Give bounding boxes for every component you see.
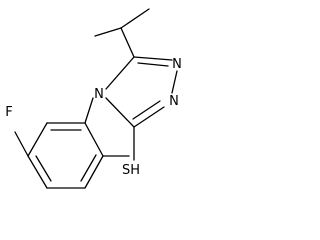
benzene-bond-c2-c3: [84, 155, 104, 189]
triazole-c3-n4-bond: [105, 97, 135, 128]
fluorine-bond: [14, 131, 29, 157]
fluorine-label: F: [5, 105, 12, 120]
nitrogen-label-n2: N: [169, 94, 179, 109]
triazole-n2-c3-double-bond: [133, 106, 165, 128]
triazole-c5-n1-double-bond: [133, 56, 173, 61]
chemical-structure: F N N N SH: [5, 8, 182, 189]
isopropyl-methyl-bond-right: [120, 8, 150, 29]
n4-aryl-bond: [84, 97, 94, 124]
benzene-bond-c1-c2: [84, 122, 104, 157]
benzene-bond-c4-c5: [27, 155, 48, 189]
triazole-c5-n4-bond: [105, 56, 135, 90]
isopropyl-to-ring-bond: [120, 27, 135, 58]
isopropyl-methyl-bond-left: [94, 27, 122, 37]
benzene-double-bond-inner-a: [80, 154, 97, 182]
triazole-c5-n1-double-bond-inner: [137, 62, 169, 67]
benzene-double-bond-inner-b: [35, 155, 52, 182]
nitrogen-label-n1: N: [172, 57, 182, 72]
thiol-label: SH: [122, 163, 140, 178]
benzene-bond-c5-c6: [27, 122, 48, 157]
nitrogen-label-n4: N: [94, 87, 104, 102]
triazole-n1-n2-bond: [171, 70, 178, 94]
triazole-n2-c3-double-bond-inner: [132, 100, 161, 120]
